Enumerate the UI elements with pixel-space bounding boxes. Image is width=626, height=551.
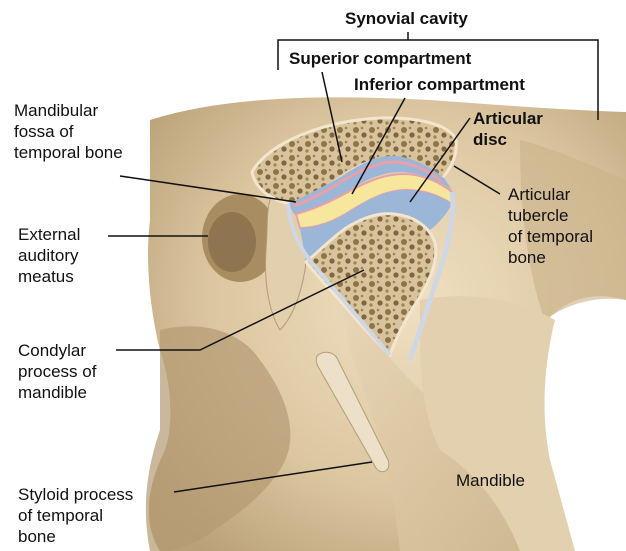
label-superior-compartment: Superior compartment [289, 48, 471, 69]
label-mandible: Mandible [456, 470, 525, 491]
label-synovial-cavity: Synovial cavity [345, 8, 468, 29]
label-articular-disc: Articular disc [473, 108, 543, 150]
label-articular-tubercle: Articular tubercle of temporal bone [508, 184, 593, 268]
label-styloid-process: Styloid process of temporal bone [18, 484, 133, 547]
label-condylar-process: Condylar process of mandible [18, 340, 96, 403]
label-external-auditory-meatus: External auditory meatus [18, 224, 80, 287]
external-auditory-meatus-inner [208, 212, 256, 272]
label-inferior-compartment: Inferior compartment [354, 74, 525, 95]
label-mandibular-fossa: Mandibular fossa of temporal bone [14, 100, 123, 163]
